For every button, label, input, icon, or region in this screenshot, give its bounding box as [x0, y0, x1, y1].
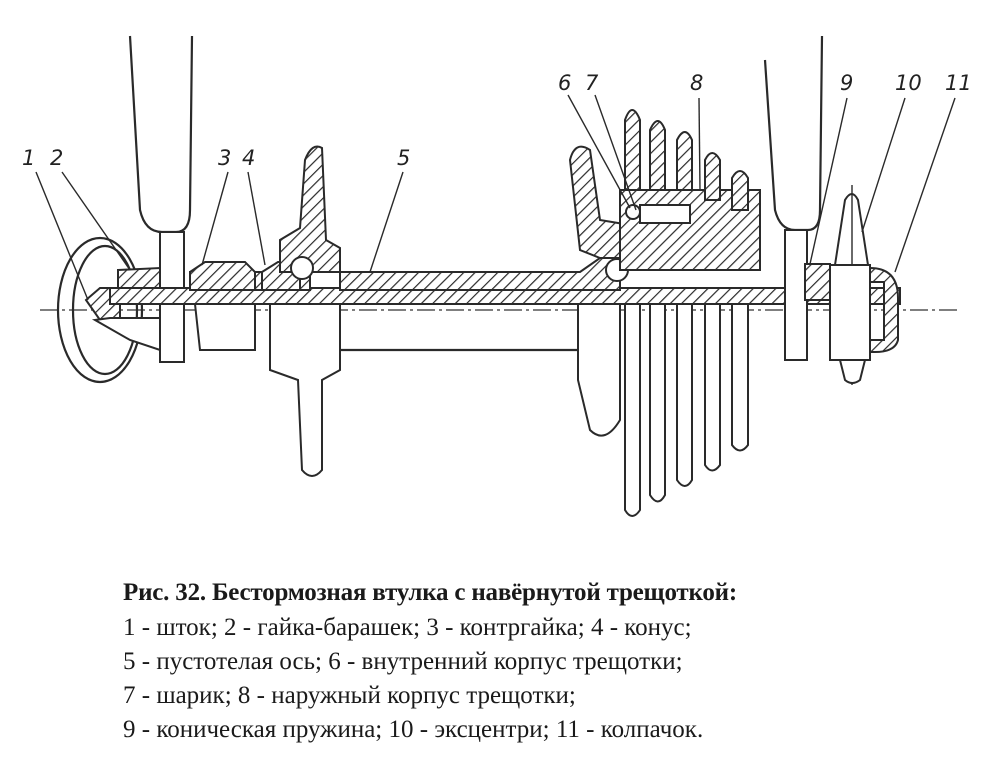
label-4: 4: [242, 146, 255, 170]
label-6: 6: [558, 71, 571, 95]
eccentric-body: [829, 264, 871, 361]
locknut-lower: [193, 303, 256, 351]
ratchet-ball: [625, 204, 641, 220]
left-bearing-ball: [290, 256, 314, 280]
ratchet-inner-cavity: [639, 204, 691, 224]
right-fork-dropout: [784, 229, 808, 361]
left-flange-lower: [269, 303, 341, 477]
left-flange-upper: [279, 145, 341, 273]
caption-line: 9 - коническая пружина; 10 - эксцентри; …: [123, 716, 704, 743]
right-flange-lower: [577, 303, 621, 437]
caption-line: 1 - шток; 2 - гайка-барашек; 3 - контрга…: [123, 614, 692, 641]
locknut: [189, 261, 256, 291]
caption-line: 7 - шарик; 8 - наружный корпус трещотки;: [123, 682, 576, 709]
wing-nut-ring-inner: [71, 244, 139, 376]
caption-line: 5 - пустотелая ось; 6 - внутренний корпу…: [123, 648, 683, 675]
hub-shell: [339, 257, 621, 291]
sprocket-teeth-upper: [624, 109, 749, 211]
label-1: 1: [22, 146, 35, 170]
label-2: 2: [50, 146, 63, 170]
figure-caption: Рис. 32. Бестормозная втулка с навёрнуто…: [123, 575, 983, 747]
wing-nut-lower: [91, 317, 161, 352]
eccentric-nut: [838, 359, 867, 384]
right-fork-blade: [763, 35, 824, 232]
hub-diagram: 1 2 3 4 5 6 7 8 9 10 11: [22, 35, 972, 517]
label-8: 8: [690, 71, 703, 95]
label-11: 11: [945, 71, 972, 95]
label-7: 7: [585, 71, 599, 95]
label-10: 10: [895, 71, 922, 95]
leader-lines: [35, 94, 956, 301]
wing-nut-ring: [56, 236, 144, 384]
caption-title: Рис. 32. Бестормозная втулка с навёрнуто…: [123, 579, 738, 606]
conical-spring: [804, 263, 831, 301]
label-9: 9: [840, 71, 853, 95]
cap: [869, 266, 899, 353]
label-5: 5: [397, 146, 410, 170]
label-3: 3: [218, 146, 231, 170]
left-fork-blade: [128, 35, 194, 234]
sprocket-teeth-lower: [624, 303, 749, 517]
